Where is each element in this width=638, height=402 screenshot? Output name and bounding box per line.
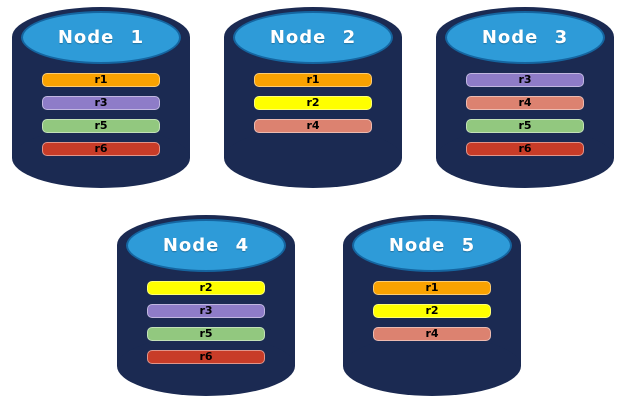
replica-bar-r6: r6 <box>42 142 160 156</box>
cylinder-top-face: Node 3 <box>445 11 605 64</box>
replica-list: r1 r2 r4 <box>254 73 372 133</box>
node-row-top: Node 1 r1 r3 r5 r6 Node 2 r1 r2 r4 Node 3 r3 r4 r5 r6 <box>0 0 638 188</box>
cylinder-bottom <box>343 336 521 396</box>
replica-bar-r5: r5 <box>147 327 265 341</box>
replica-bar-r3: r3 <box>466 73 584 87</box>
replica-bar-r4: r4 <box>254 119 372 133</box>
node-cylinder: Node 1 r1 r3 r5 r6 <box>12 7 190 188</box>
node-label: Node 1 <box>57 27 145 48</box>
cylinder-bottom <box>12 128 190 188</box>
node-cylinder: Node 3 r3 r4 r5 r6 <box>436 7 614 188</box>
replica-list: r1 r3 r5 r6 <box>42 73 160 156</box>
replica-bar-r5: r5 <box>42 119 160 133</box>
replica-bar-r6: r6 <box>466 142 584 156</box>
replica-list: r1 r2 r4 <box>373 281 491 341</box>
replica-bar-r4: r4 <box>466 96 584 110</box>
replica-bar-r2: r2 <box>254 96 372 110</box>
cylinder-bottom <box>436 128 614 188</box>
cylinder-top-face: Node 5 <box>352 219 512 272</box>
replica-list: r2 r3 r5 r6 <box>147 281 265 364</box>
node-label: Node 4 <box>162 235 250 256</box>
replica-bar-r1: r1 <box>373 281 491 295</box>
replica-bar-r5: r5 <box>466 119 584 133</box>
replica-bar-r1: r1 <box>254 73 372 87</box>
node-cylinder: Node 4 r2 r3 r5 r6 <box>117 215 295 396</box>
replica-bar-r6: r6 <box>147 350 265 364</box>
node-row-bottom: Node 4 r2 r3 r5 r6 Node 5 r1 r2 r4 <box>0 215 638 396</box>
cylinder-bottom <box>117 336 295 396</box>
cylinder-top-face: Node 1 <box>21 11 181 64</box>
replica-bar-r2: r2 <box>147 281 265 295</box>
replica-list: r3 r4 r5 r6 <box>466 73 584 156</box>
node-label: Node 2 <box>269 27 357 48</box>
replica-bar-r1: r1 <box>42 73 160 87</box>
replica-bar-r3: r3 <box>147 304 265 318</box>
node-cylinder: Node 5 r1 r2 r4 <box>343 215 521 396</box>
cylinder-top-face: Node 2 <box>233 11 393 64</box>
replica-bar-r2: r2 <box>373 304 491 318</box>
node-cylinder: Node 2 r1 r2 r4 <box>224 7 402 188</box>
cylinder-bottom <box>224 128 402 188</box>
node-label: Node 3 <box>481 27 569 48</box>
replica-bar-r4: r4 <box>373 327 491 341</box>
cylinder-top-face: Node 4 <box>126 219 286 272</box>
node-label: Node 5 <box>388 235 476 256</box>
replica-bar-r3: r3 <box>42 96 160 110</box>
